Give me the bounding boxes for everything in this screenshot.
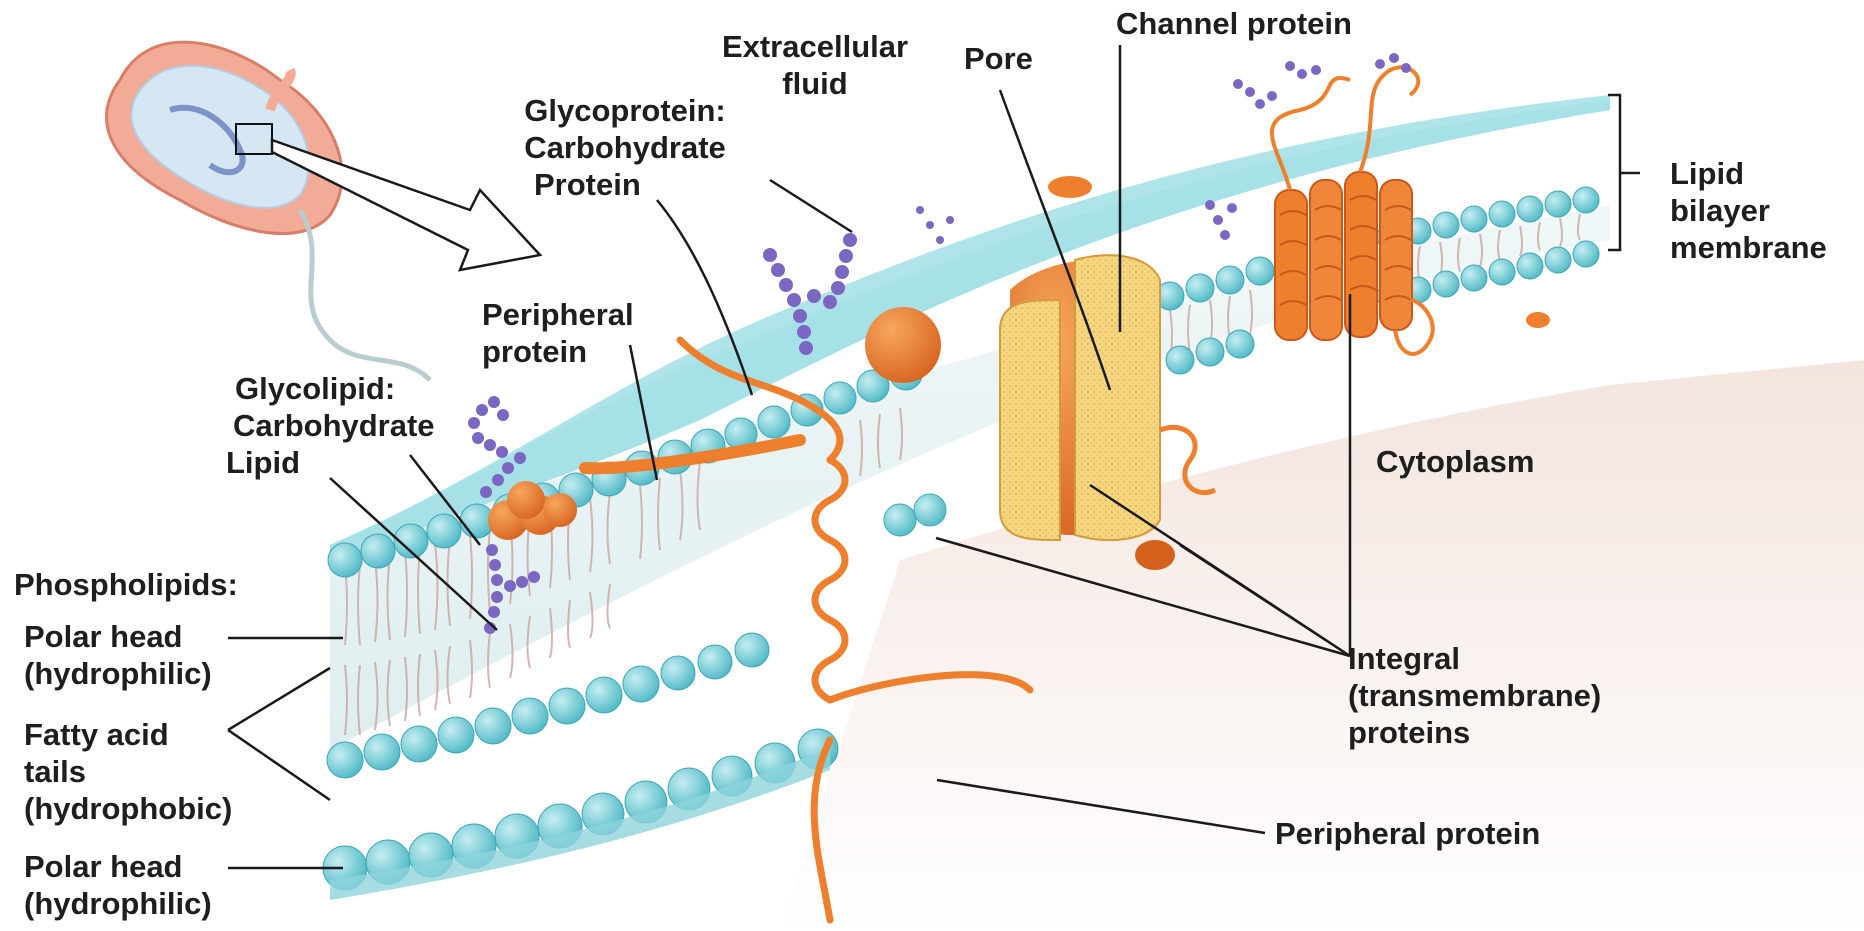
label-lipid-bilayer-line2: bilayer bbox=[1670, 192, 1827, 229]
peripheral-protein-cyto bbox=[1526, 312, 1550, 328]
peripheral-protein-small bbox=[1048, 176, 1092, 198]
label-peripheral-protein-top: Peripheral protein bbox=[482, 296, 634, 370]
label-integral-line2: (transmembrane) bbox=[1348, 677, 1601, 714]
label-lipid-bilayer-line3: membrane bbox=[1670, 229, 1827, 266]
label-polar-head-bottom: Polar head (hydrophilic) bbox=[24, 848, 212, 922]
integral-helix-protein bbox=[1272, 67, 1433, 354]
label-glycolipid-line3: Lipid bbox=[213, 444, 435, 481]
label-glycolipid-line1: Glycolipid: bbox=[213, 370, 435, 407]
label-fatty-acid-tails: Fatty acid tails (hydrophobic) bbox=[24, 716, 232, 827]
label-peripheral-top-line1: Peripheral bbox=[482, 296, 634, 333]
label-fatty-acid-line1: Fatty acid bbox=[24, 716, 232, 753]
peripheral-protein-blob bbox=[865, 307, 941, 383]
label-phospholipids: Phospholipids: bbox=[14, 566, 238, 603]
label-pore: Pore bbox=[964, 40, 1033, 77]
label-fatty-acid-line2: tails bbox=[24, 753, 232, 790]
label-polar-head-bottom-line1: Polar head bbox=[24, 848, 212, 885]
label-polar-head-top-line2: (hydrophilic) bbox=[24, 655, 212, 692]
label-polar-head-top: Polar head (hydrophilic) bbox=[24, 618, 212, 692]
label-glycoprotein-line1: Glycoprotein: bbox=[500, 92, 750, 129]
label-channel-protein: Channel protein bbox=[1116, 5, 1352, 42]
label-integral-proteins: Integral (transmembrane) proteins bbox=[1348, 640, 1601, 751]
label-peripheral-top-line2: protein bbox=[482, 333, 634, 370]
label-polar-head-bottom-line2: (hydrophilic) bbox=[24, 885, 212, 922]
label-glycolipid: Glycolipid: Carbohydrate Lipid bbox=[213, 370, 435, 481]
label-cytoplasm: Cytoplasm bbox=[1376, 443, 1534, 480]
label-glycoprotein-line3: Protein bbox=[500, 166, 750, 203]
label-extracellular-fluid: Extracellular fluid bbox=[700, 28, 930, 102]
label-integral-line1: Integral bbox=[1348, 640, 1601, 677]
label-peripheral-protein-bottom: Peripheral protein bbox=[1275, 815, 1540, 852]
label-integral-line3: proteins bbox=[1348, 714, 1601, 751]
bacterium-illustration bbox=[107, 42, 431, 380]
label-glycolipid-line2: Carbohydrate bbox=[213, 407, 435, 444]
label-extracellular-line1: Extracellular bbox=[700, 28, 930, 65]
label-lipid-bilayer: Lipid bilayer membrane bbox=[1670, 155, 1827, 266]
label-glycoprotein: Glycoprotein: Carbohydrate Protein bbox=[500, 92, 750, 203]
label-fatty-acid-line3: (hydrophobic) bbox=[24, 790, 232, 827]
label-lipid-bilayer-line1: Lipid bbox=[1670, 155, 1827, 192]
label-polar-head-top-line1: Polar head bbox=[24, 618, 212, 655]
label-glycoprotein-line2: Carbohydrate bbox=[500, 129, 750, 166]
